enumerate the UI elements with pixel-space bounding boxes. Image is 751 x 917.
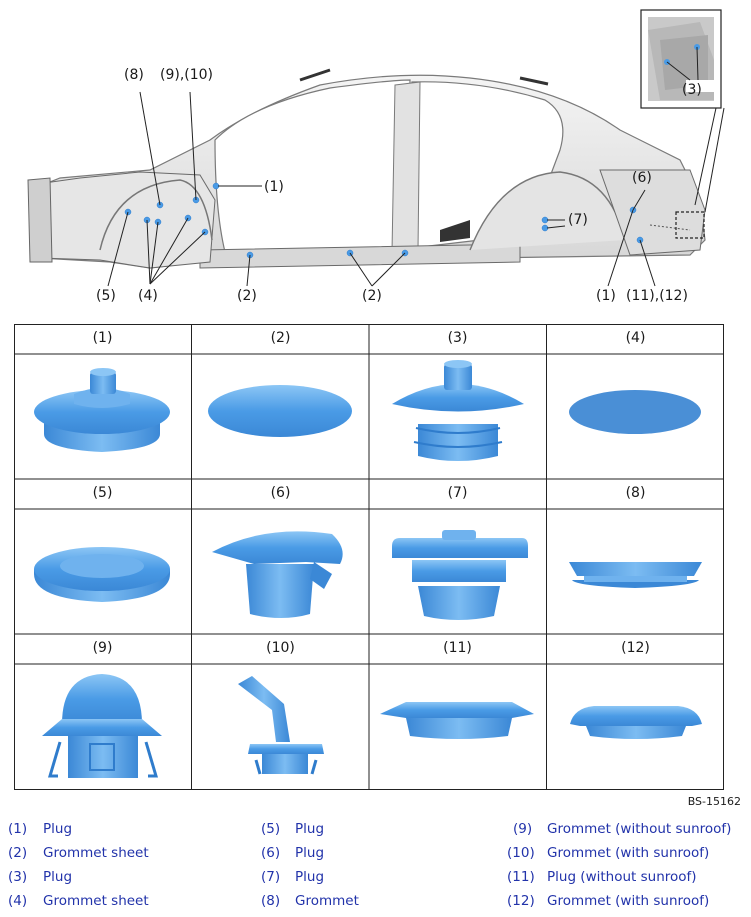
legend-item: (12) Grommet (with sunroof): [507, 893, 709, 909]
legend-item: (8) Grommet: [261, 893, 359, 909]
callout-7: (7): [568, 212, 588, 228]
callout-11-12: (11),(12): [626, 288, 688, 304]
legend-num: (3): [8, 869, 28, 885]
cell-label-12: (12): [621, 640, 650, 656]
cell-label-8: (8): [625, 485, 646, 501]
callout-9-10: (9),(10): [160, 67, 214, 83]
legend-label: Grommet: [295, 893, 359, 909]
legend-label: Grommet (without sunroof): [547, 821, 732, 837]
callout-5: (5): [96, 288, 116, 304]
callout-6: (6): [632, 170, 652, 186]
legend-label: Plug: [295, 821, 325, 837]
part-8-grommet-image: [569, 562, 702, 588]
legend-num: (10): [507, 845, 535, 861]
part-4-grommet-sheet-image: [569, 390, 701, 434]
callout-4: (4): [138, 288, 158, 304]
legend-label: Plug: [43, 821, 73, 837]
cell-label-4: (4): [625, 330, 646, 346]
legend-item: (9) Grommet (without sunroof): [513, 821, 731, 837]
rear-detail-box: [675, 211, 705, 239]
callout-3-inset: (3): [682, 82, 702, 98]
legend-label: Plug (without sunroof): [547, 869, 697, 885]
cell-label-1: (1): [92, 330, 113, 346]
legend-num: (12): [507, 893, 535, 909]
car-body-illustration: [27, 9, 725, 287]
part-2-grommet-sheet-image: [208, 385, 352, 437]
legend-item: (10) Grommet (with sunroof): [507, 845, 709, 861]
legend-label: Plug: [43, 869, 73, 885]
cell-label-7: (7): [447, 485, 468, 501]
legend-item: (6) Plug: [261, 845, 324, 861]
legend-label: Grommet sheet: [43, 845, 149, 861]
part-12-grommet-image: [570, 706, 702, 739]
callout-8: (8): [124, 67, 144, 83]
legend-label: Plug: [295, 869, 325, 885]
legend-item: (7) Plug: [261, 869, 324, 885]
legend-item: (1) Plug: [8, 821, 72, 837]
cell-label-5: (5): [92, 485, 113, 501]
part-7-plug-image: [392, 530, 528, 620]
parts-grid: [14, 324, 724, 790]
legend-num: (1): [8, 821, 28, 837]
part-6-plug-image: [212, 531, 343, 618]
part-5-plug-image: [34, 547, 170, 602]
legend-num: (11): [507, 869, 535, 885]
part-3-plug-image: [392, 360, 524, 461]
cell-label-2: (2): [270, 330, 291, 346]
part-1-plug-image: [34, 368, 170, 452]
part-11-plug-image: [380, 702, 534, 739]
legend-num: (5): [261, 821, 281, 837]
callout-1-right: (1): [596, 288, 616, 304]
legend-label: Grommet (with sunroof): [547, 845, 710, 861]
legend-num: (4): [8, 893, 28, 909]
callout-2-a: (2): [237, 288, 257, 304]
callout-2-b: (2): [362, 288, 382, 304]
callout-1-left: (1): [264, 179, 284, 195]
cell-label-10: (10): [266, 640, 295, 656]
legend-num: (7): [261, 869, 281, 885]
cell-label-9: (9): [92, 640, 113, 656]
cell-label-6: (6): [270, 485, 291, 501]
cell-label-11: (11): [443, 640, 472, 656]
legend-num: (9): [513, 821, 533, 837]
legend-label: Grommet sheet: [43, 893, 149, 909]
legend-item: (11) Plug (without sunroof): [507, 869, 697, 885]
figure-code: BS-15162: [687, 795, 741, 808]
legend-item: (2) Grommet sheet: [8, 845, 149, 861]
legend-label: Grommet (with sunroof): [547, 893, 710, 909]
legend-num: (2): [8, 845, 28, 861]
legend-num: (8): [261, 893, 281, 909]
legend-item: (4) Grommet sheet: [8, 893, 149, 909]
part-9-grommet-image: [42, 674, 162, 778]
cell-label-3: (3): [447, 330, 468, 346]
legend-num: (6): [261, 845, 281, 861]
part-10-grommet-image: [238, 676, 324, 775]
legend-item: (5) Plug: [261, 821, 324, 837]
legend-label: Plug: [295, 845, 325, 861]
legend-item: (3) Plug: [8, 869, 72, 885]
